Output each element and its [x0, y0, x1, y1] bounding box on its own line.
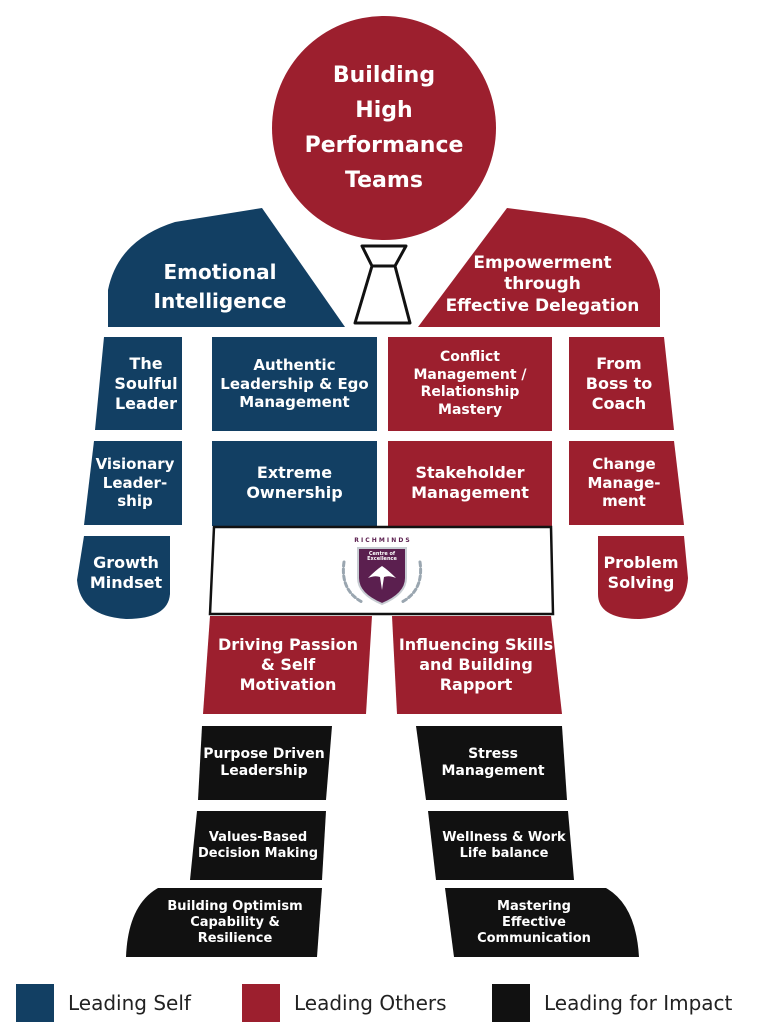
leg-purpose-label: Purpose Driven Leadership — [203, 745, 325, 780]
arm-soulful-shape — [95, 337, 182, 430]
leg-values-shape — [190, 811, 326, 880]
legend-label-impact: Leading for Impact — [544, 991, 733, 1015]
legend-label-self: Leading Self — [68, 991, 191, 1015]
leg-stress-shape — [416, 726, 567, 800]
arm-soulful-label: The Soulful Leader — [114, 354, 178, 413]
torso-stakeholder-shape — [388, 441, 552, 526]
foot-right-shape — [445, 888, 639, 957]
logo-top-text: R I C H M I N D S — [354, 537, 410, 545]
leg-passion-shape — [203, 616, 372, 714]
arm-visionary-shape — [84, 441, 182, 525]
right-shoulder — [418, 208, 660, 327]
leg-wellness-shape — [428, 811, 574, 880]
torso-authentic-label: Authentic Leadership & Ego Management — [220, 355, 369, 412]
leg-purpose-shape — [198, 726, 332, 800]
left-shoulder — [108, 208, 345, 327]
eagle-crest-icon — [341, 547, 423, 606]
arm-change-label: Change Manage- ment — [587, 454, 661, 511]
foot-left-shape — [126, 888, 322, 957]
logo-mid-text: Centre of Excellence — [367, 550, 397, 562]
arm-boss-shape — [569, 337, 674, 430]
head-circle — [272, 16, 496, 240]
shoulder-right-label: Empowerment through Effective Delegation — [445, 253, 640, 316]
legend-leading-impact: Leading for Impact — [492, 983, 732, 1023]
torso-conflict-shape — [388, 337, 552, 431]
legend-swatch-impact — [492, 984, 530, 1022]
foot-left-label: Building Optimism Capability & Resilienc… — [167, 898, 303, 947]
legend-leading-self: Leading Self — [16, 983, 191, 1023]
shoulder-left-label: Emotional Intelligence — [153, 260, 287, 313]
legend-leading-others: Leading Others — [242, 983, 447, 1023]
leg-influencing-label: Influencing Skills and Building Rapport — [398, 635, 554, 694]
legend-swatch-others — [242, 984, 280, 1022]
torso-authentic-shape — [212, 337, 377, 431]
leg-passion-label: Driving Passion & Self Motivation — [218, 635, 358, 694]
arm-growth-label: Growth Mindset — [89, 553, 163, 592]
legend-swatch-self — [16, 984, 54, 1022]
arm-problem-label: Problem Solving — [603, 553, 679, 592]
arm-growth-shape — [77, 536, 170, 619]
torso-stakeholder-label: Stakeholder Management — [411, 463, 529, 502]
foot-right-label: Mastering Effective Communication — [477, 898, 591, 947]
head-title: Building High Performance Teams — [304, 62, 464, 194]
arm-visionary-label: Visionary Leader- ship — [95, 454, 175, 511]
leg-values-label: Values-Based Decision Making — [197, 829, 319, 861]
arm-boss-label: From Boss to Coach — [585, 354, 653, 413]
torso-conflict-label: Conflict Management / Relationship Maste… — [413, 349, 527, 418]
leg-stress-label: Stress Management — [441, 745, 545, 780]
torso-extreme-shape — [212, 441, 377, 526]
arm-change-shape — [569, 441, 684, 525]
arm-problem-shape — [598, 536, 688, 619]
leg-wellness-label: Wellness & Work Life balance — [442, 829, 566, 861]
torso-extreme-label: Extreme Ownership — [246, 463, 343, 502]
leg-influencing-shape — [392, 616, 562, 714]
legend-label-others: Leading Others — [294, 991, 447, 1015]
